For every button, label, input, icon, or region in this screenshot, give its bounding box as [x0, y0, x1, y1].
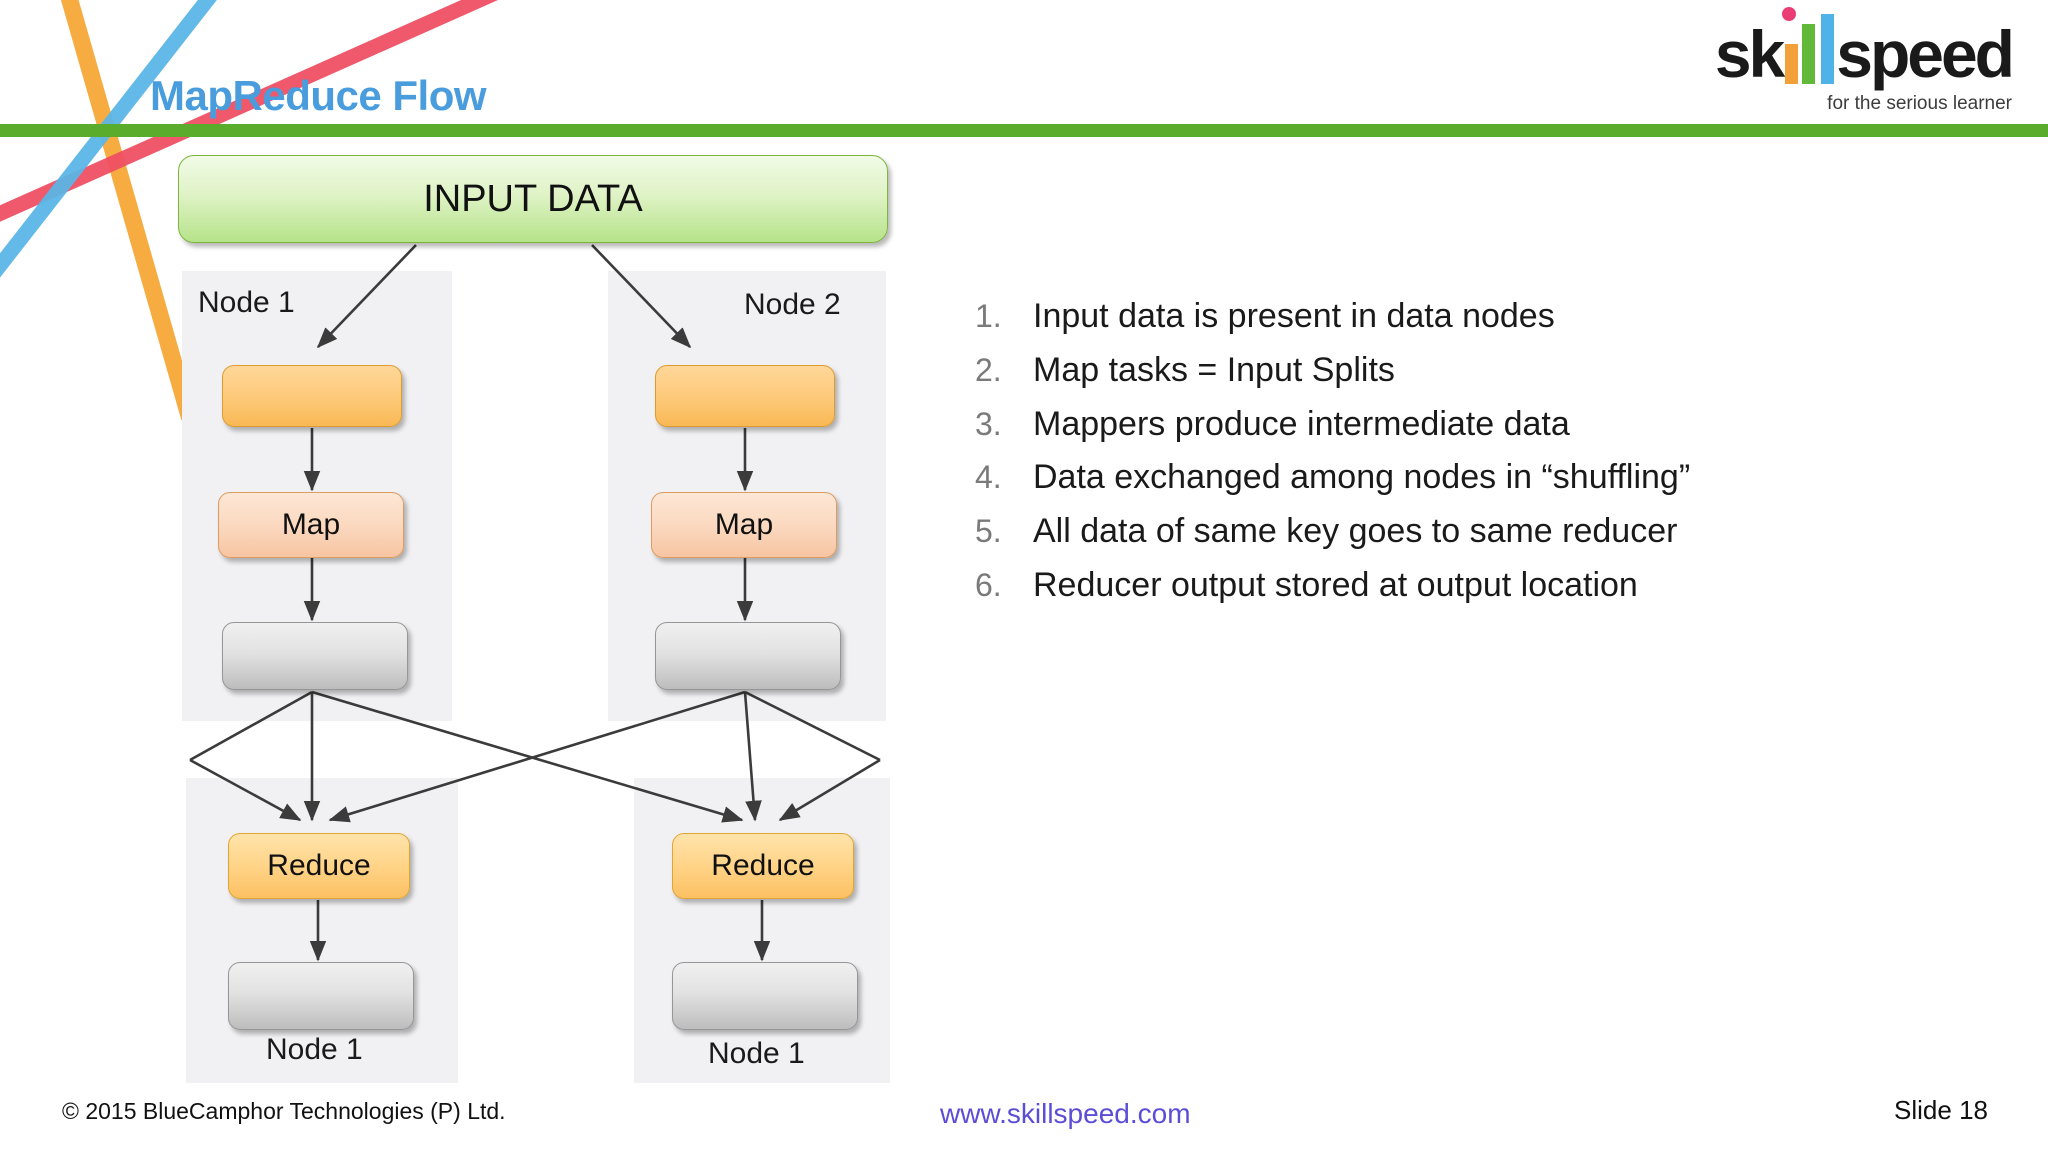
logo-letter-i-icon [1782, 7, 1799, 87]
node-label-2-top: Node 2 [744, 288, 841, 321]
map-box-node1[interactable]: Map [218, 492, 404, 558]
logo-letter-l-blue-icon [1821, 14, 1835, 84]
logo-tagline: for the serious learner [1827, 93, 2012, 114]
node-label-2-bottom: Node 1 [708, 1037, 805, 1070]
list-item-text: All data of same key goes to same reduce… [1033, 512, 1678, 551]
list-item-text: Mappers produce intermediate data [1033, 404, 1570, 443]
list-item-text: Data exchanged among nodes in “shuffling… [1033, 458, 1691, 497]
list-item: 1. Input data is present in data nodes [975, 296, 1935, 337]
list-item-text: Map tasks = Input Splits [1033, 350, 1395, 389]
logo-letter-l-green-icon [1802, 24, 1816, 84]
reduce-box-node2[interactable]: Reduce [672, 833, 854, 899]
list-item-text: Reducer output stored at output location [1033, 565, 1638, 604]
map-output-box-node1[interactable] [222, 622, 408, 690]
input-split-box-node2[interactable] [655, 365, 835, 427]
node-label-1-bottom: Node 1 [266, 1033, 363, 1066]
list-item: 3. Mappers produce intermediate data [975, 404, 1935, 445]
map-output-box-node2[interactable] [655, 622, 841, 690]
mapreduce-diagram: Node 1 Node 2 Node 1 Node 1 [0, 0, 920, 1100]
list-item: 6. Reducer output stored at output locat… [975, 565, 1935, 606]
list-item-number: 5. [975, 513, 1002, 550]
page-title: MapReduce Flow [150, 72, 487, 119]
copyright-text: © 2015 BlueCamphor Technologies (P) Ltd. [62, 1098, 506, 1124]
website-link[interactable]: www.skillspeed.com [940, 1098, 1191, 1129]
reduce-output-box-node2[interactable] [672, 962, 858, 1030]
input-split-box-node1[interactable] [222, 365, 402, 427]
list-item-number: 2. [975, 351, 1002, 388]
green-divider-bar [0, 124, 2048, 137]
node-panel-1-bottom [186, 778, 458, 1083]
list-item: 2. Map tasks = Input Splits [975, 350, 1935, 391]
steps-list: 1. Input data is present in data nodes 2… [975, 296, 1935, 619]
list-item: 4. Data exchanged among nodes in “shuffl… [975, 457, 1935, 498]
map-box-node2[interactable]: Map [651, 492, 837, 558]
list-item-text: Input data is present in data nodes [1033, 297, 1555, 335]
list-item-number: 3. [975, 405, 1002, 442]
node-label-1-top: Node 1 [198, 286, 295, 319]
reduce-output-box-node1[interactable] [228, 962, 414, 1030]
list-item-number: 1. [975, 298, 1002, 334]
input-data-box[interactable]: INPUT DATA [178, 155, 888, 243]
reduce-box-node1[interactable]: Reduce [228, 833, 410, 899]
logo-text-sk: sk [1714, 17, 1785, 91]
logo-text-speed: speed [1836, 17, 2015, 91]
slide-number: Slide 18 [1894, 1095, 1988, 1125]
list-item: 5. All data of same key goes to same red… [975, 511, 1935, 552]
list-item-number: 6. [975, 566, 1002, 603]
list-item-number: 4. [975, 459, 1002, 496]
